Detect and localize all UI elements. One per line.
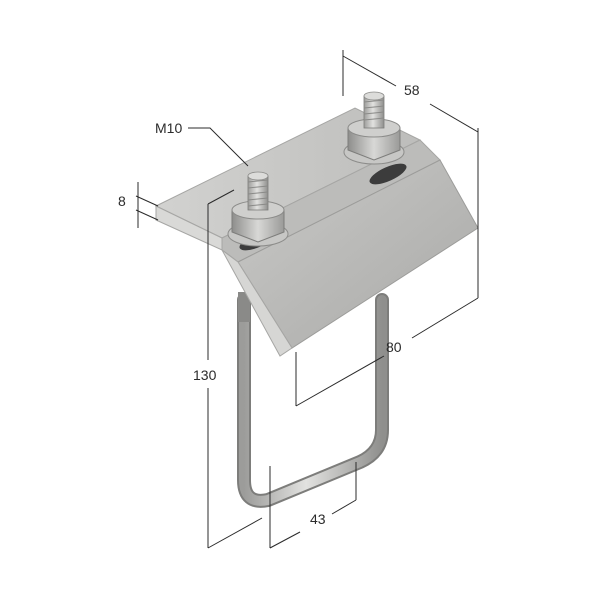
dim-80-line-b	[411, 297, 479, 339]
dim-130-ext-top	[207, 189, 235, 205]
u-bolt-highlight	[239, 295, 387, 506]
nut-assembly-left	[227, 171, 289, 247]
dim-130-label: 130	[193, 367, 217, 383]
dim-8-tick-bottom	[135, 209, 159, 221]
slot-right	[369, 163, 407, 185]
dim-43-label: 43	[310, 511, 326, 527]
dim-58-line-b	[429, 103, 479, 133]
dimension-lines	[135, 50, 479, 549]
stud-left-end	[247, 171, 269, 181]
dim-8-label: 8	[118, 193, 126, 209]
bracket-plate	[154, 107, 479, 357]
stud-right-threads	[363, 99, 385, 121]
nut-assembly-right	[343, 91, 405, 165]
stud-right-end	[363, 91, 385, 101]
dim-80-line-a	[295, 355, 385, 407]
u-bolt	[237, 292, 389, 508]
dim-58-line-a	[342, 55, 397, 87]
plate-sloped-edge	[221, 249, 293, 357]
u-bolt-thread-left	[238, 292, 250, 322]
dim-8-tick-top	[135, 195, 159, 207]
dim-58-label: 58	[404, 82, 420, 98]
m10-leader	[188, 127, 249, 167]
dim-43-line-b	[331, 499, 357, 515]
dim-43-line-a	[269, 531, 301, 549]
dim-130-ext-bottom	[207, 517, 263, 549]
stud-left-threads	[247, 179, 269, 207]
m10-label: M10	[155, 120, 182, 136]
dim-80-label: 80	[386, 339, 402, 355]
